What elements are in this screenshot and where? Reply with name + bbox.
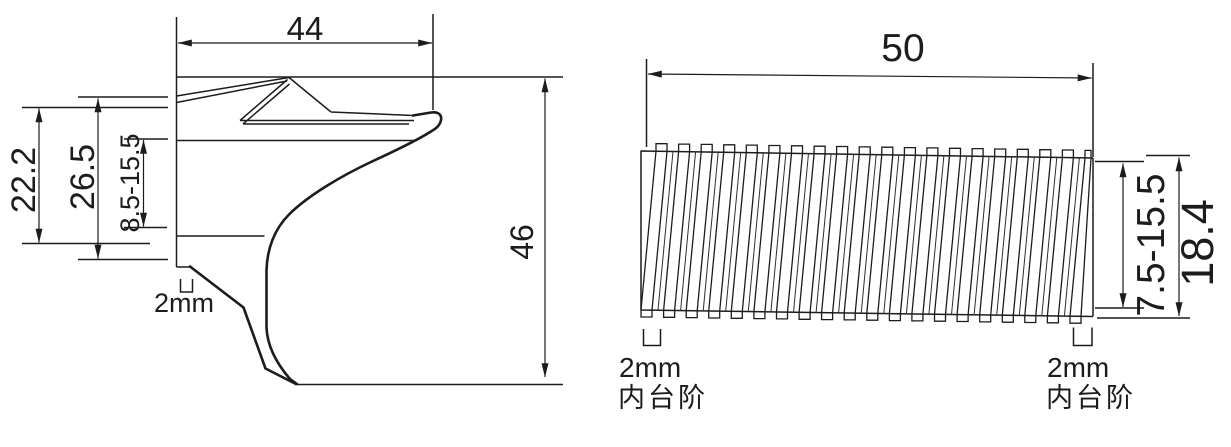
dim-label-8-5-15-5: 8.5-15.5 <box>115 133 145 232</box>
right-view-hose <box>640 59 1190 347</box>
dim-label-44: 44 <box>287 10 324 47</box>
step-label-2mm-left-view: 2mm <box>154 288 214 318</box>
hose-rib-back-lines <box>657 151 1080 317</box>
left-view-inner-wall <box>188 265 296 385</box>
step-label-neitaijie-hose-right: 内台阶 <box>1046 383 1136 413</box>
dim-label-26-5: 26.5 <box>64 144 102 210</box>
step-label-neitaijie-hose-left: 内台阶 <box>618 383 708 413</box>
step-label-2mm-hose-right: 2mm <box>1047 352 1109 383</box>
hose-rib-lines <box>640 143 1092 324</box>
step-label-2mm-hose-left: 2mm <box>619 352 681 383</box>
dim-label-50: 50 <box>881 27 924 70</box>
dim-line-50 <box>647 70 1092 82</box>
left-view-profile <box>22 14 563 386</box>
left-view-edges <box>175 14 563 386</box>
dim-label-22-2: 22.2 <box>5 147 43 213</box>
right-view-extension-ticks <box>642 59 1190 347</box>
dim-label-7-5-15-5: 7.5-15.5 <box>1130 173 1173 316</box>
dim-label-46: 46 <box>504 224 540 260</box>
left-view-inner-lines <box>176 76 417 293</box>
hose-corrugations <box>640 143 1092 324</box>
dimension-labels: 44 22.2 26.5 8.5-15.5 46 2mm 50 7.5-15.5… <box>5 10 1223 413</box>
dim-label-18-4: 18.4 <box>1172 199 1223 287</box>
left-view-outer-curve <box>265 111 443 386</box>
hose-outline <box>640 150 1094 318</box>
